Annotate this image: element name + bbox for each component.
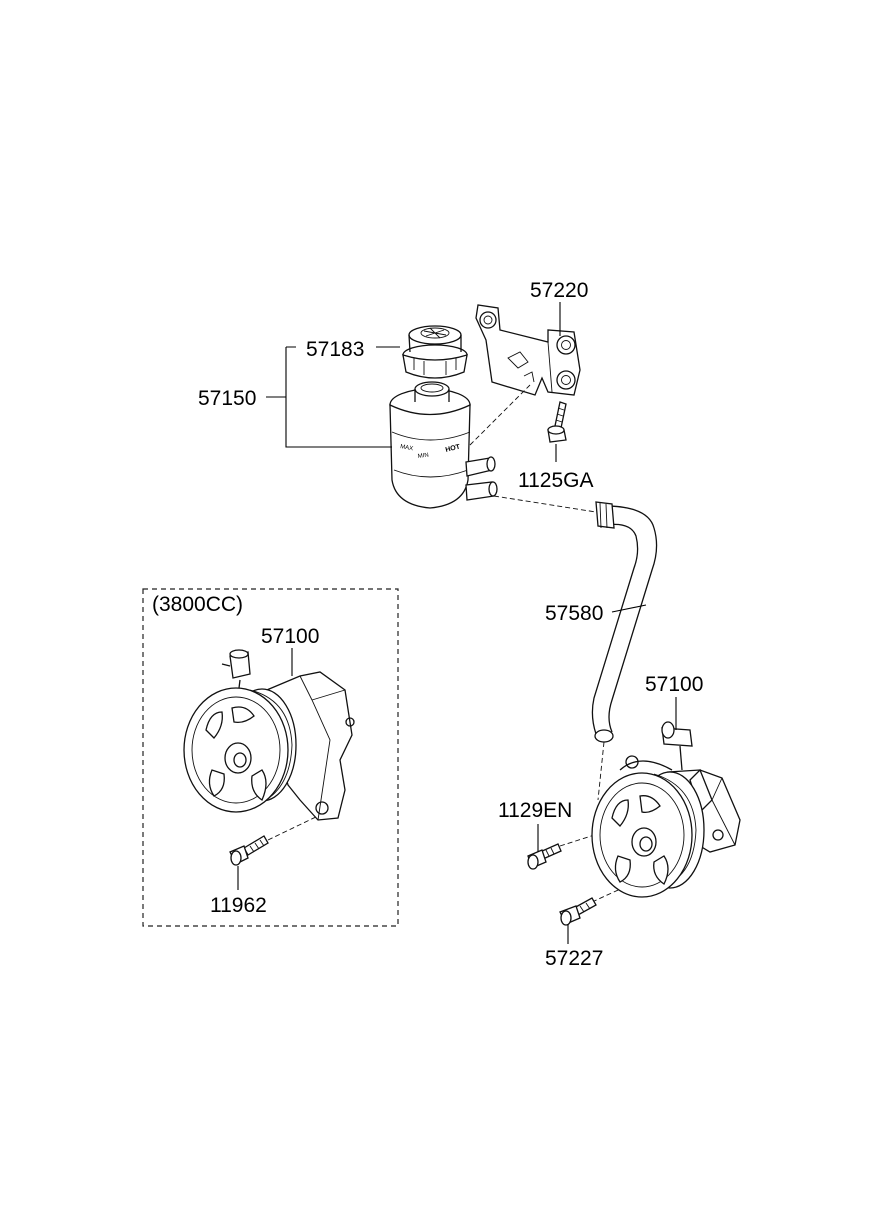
reservoir-marking-hot: HOT (445, 443, 462, 454)
label-variant-note: (3800CC) (152, 593, 243, 616)
connector-hose-pump (597, 741, 605, 801)
label-reservoir-cap: 57183 (306, 338, 364, 361)
connector-reservoir-bracket (469, 384, 531, 446)
pump-main-bolt-b (559, 897, 597, 926)
leader-lines (237, 302, 677, 944)
reservoir-body: HOT MIN MAX (389, 381, 498, 509)
label-bracket-bolt: 1125GA (518, 469, 594, 492)
connector-bolt-pump-variant (267, 814, 321, 841)
reservoir-cap (402, 325, 468, 379)
reservoir-marking-max: MAX (400, 444, 414, 452)
power-steering-pump-variant (183, 649, 355, 821)
pump-variant-bolt (229, 835, 269, 866)
label-bracket: 57220 (530, 279, 588, 302)
label-pump-bolt-b: 57227 (545, 947, 603, 970)
label-suction-hose: 57580 (545, 602, 603, 625)
bracket-bolt (547, 401, 567, 443)
reservoir-bracket (475, 304, 581, 396)
suction-hose (591, 501, 658, 743)
label-pump-variant-bolt: 11962 (210, 894, 267, 917)
pump-main-bolt-a (527, 843, 562, 870)
label-pump-variant: 57100 (261, 625, 319, 648)
label-reservoir-assy: 57150 (198, 387, 256, 410)
variant-3800cc-box (142, 588, 399, 927)
connector-reservoir-hose (493, 495, 597, 513)
reservoir-marking-min: MIN (417, 453, 429, 460)
label-pump-bolt-a: 1129EN (498, 799, 572, 822)
label-pump-main: 57100 (645, 673, 703, 696)
power-steering-pump-main (591, 721, 741, 898)
